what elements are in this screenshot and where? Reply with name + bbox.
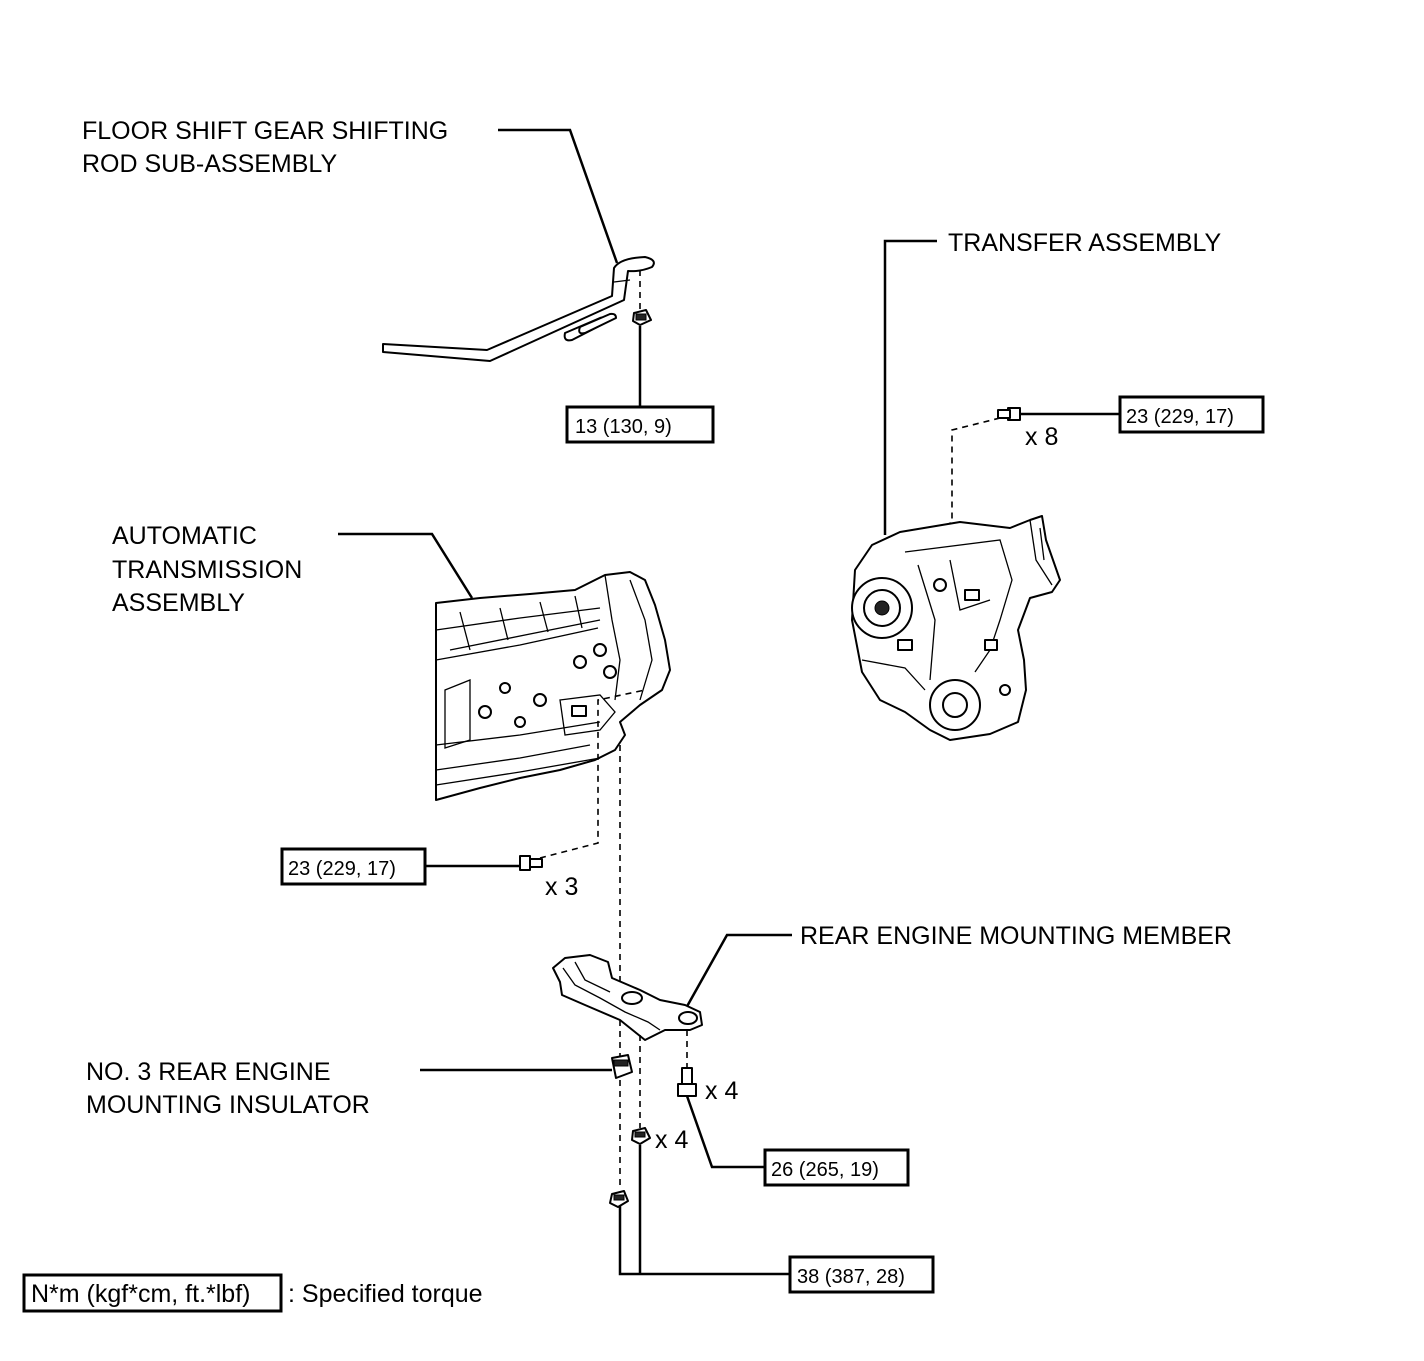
trans-bolt-icon (519, 855, 543, 871)
insulator-icon (611, 1054, 633, 1079)
auto-trans-leader (338, 532, 474, 599)
rear-member-label: REAR ENGINE MOUNTING MEMBER (800, 922, 1232, 950)
legend-unit-text: N*m (kgf*cm, ft.*lbf) (31, 1280, 250, 1308)
torque-box-member (763, 1148, 910, 1187)
floor-shift-label-line1: FLOOR SHIFT GEAR SHIFTING (82, 117, 448, 145)
insulator-label-line2: MOUNTING INSULATOR (86, 1091, 370, 1119)
auto-trans-label-line3: ASSEMBLY (112, 589, 245, 617)
transfer-dash (919, 417, 1001, 543)
shift-rod-illustration (382, 256, 655, 362)
qty-transfer: x 8 (1025, 423, 1058, 451)
torque-shift-rod: 13 (130, 9) (575, 416, 672, 438)
shift-rod-leader (498, 128, 619, 264)
torque-member: 26 (265, 19) (771, 1159, 879, 1181)
rear-member-leader (683, 933, 792, 1011)
torque-box-trans (280, 847, 427, 886)
qty-insulator-nuts: x 4 (655, 1126, 688, 1154)
torque-transfer: 23 (229, 17) (1126, 406, 1234, 428)
legend-description: : Specified torque (288, 1280, 483, 1308)
legend-unit-box (22, 1273, 283, 1313)
rear-mounting-member-illustration (552, 954, 703, 1041)
transfer-assembly-illustration (851, 515, 1061, 741)
qty-member-bolts: x 4 (705, 1077, 738, 1105)
member-bolt-icon (677, 1067, 697, 1097)
transfer-label: TRANSFER ASSEMBLY (948, 229, 1222, 257)
qty-trans: x 3 (545, 873, 578, 901)
lower-nut-icon (609, 1190, 629, 1208)
auto-transmission-illustration (435, 571, 671, 801)
member-torque-leader (685, 1095, 765, 1169)
auto-trans-label-line1: AUTOMATIC (112, 522, 257, 550)
auto-trans-label-line2: TRANSMISSION (112, 556, 302, 584)
transfer-leader (883, 239, 937, 535)
torque-insulator: 38 (387, 28) (797, 1266, 905, 1288)
torque-trans: 23 (229, 17) (288, 858, 396, 880)
torque-box-transfer (1118, 395, 1265, 434)
insulator-nut-icon (631, 1127, 651, 1145)
insulator-label-line1: NO. 3 REAR ENGINE (86, 1058, 331, 1086)
shift-rod-nut-icon (632, 309, 652, 326)
torque-box-shift-rod (565, 405, 715, 444)
transfer-bolt-icon (997, 407, 1021, 421)
floor-shift-label-line2: ROD SUB-ASSEMBLY (82, 150, 337, 178)
torque-box-insulator (788, 1255, 935, 1294)
insulator-torque-leader (618, 1145, 790, 1276)
